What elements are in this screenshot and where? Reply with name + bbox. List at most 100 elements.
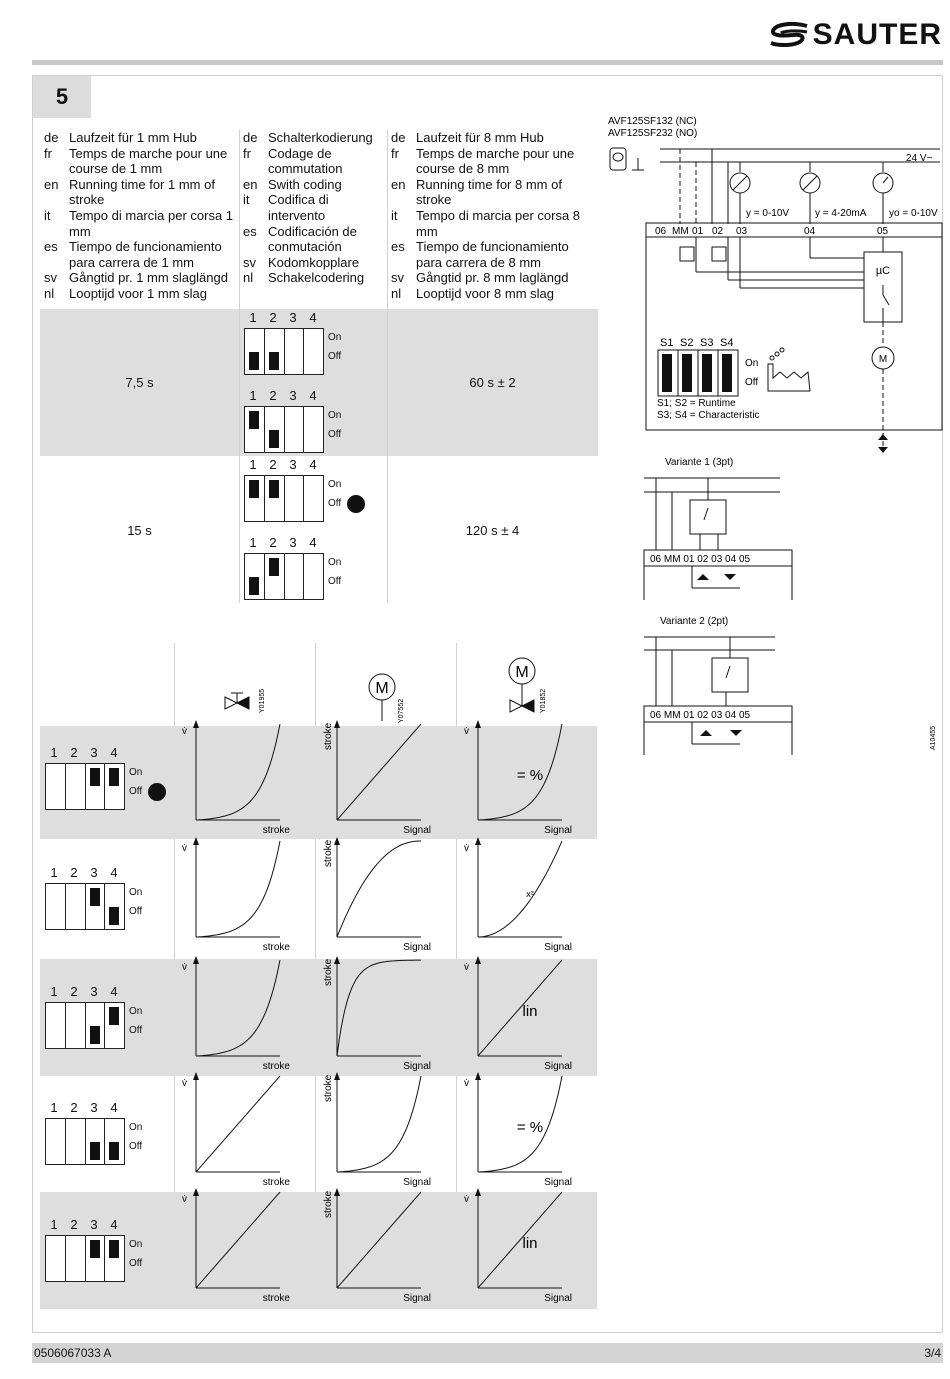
axis-x-label: stroke — [263, 1061, 291, 1072]
top-rule — [32, 60, 943, 65]
dip-slot — [245, 554, 265, 599]
axis-v-label: v̇ — [182, 1194, 187, 1205]
dip-on-label: On — [129, 767, 143, 778]
char-row-band-5 — [40, 1192, 597, 1309]
dip-slot — [46, 764, 66, 809]
lang-code: nl — [44, 285, 55, 301]
col-divider — [387, 130, 388, 603]
dip-number: 3 — [90, 984, 98, 999]
dip-knob — [249, 411, 259, 429]
dip-box — [45, 883, 125, 930]
terminal-05: 05 — [877, 226, 889, 237]
axis-stroke-label: stroke — [323, 839, 334, 867]
dip-number: 1 — [249, 535, 257, 550]
lang-code: it — [44, 207, 51, 223]
factory-icon — [767, 347, 811, 392]
lang-text: Temps de marche pour une course de 8 mm — [416, 145, 575, 177]
dip-off-label: Off — [328, 429, 342, 440]
dip-number: 2 — [70, 745, 78, 760]
dip-on-label: On — [328, 557, 342, 568]
variant-2-label: Variante 2 (2pt) — [660, 616, 728, 627]
dip-number: 4 — [110, 865, 118, 880]
dip-box — [244, 328, 324, 375]
dip-knob — [89, 1142, 100, 1160]
brand-name: SAUTER — [812, 18, 942, 51]
dip-number: 1 — [50, 984, 58, 999]
dip-slot — [46, 884, 66, 929]
terminal-03: 03 — [736, 226, 748, 237]
dip-slot — [265, 554, 285, 599]
valve-code-2: Y01852 — [540, 689, 547, 713]
dip-slot — [46, 1119, 66, 1164]
dip-slot — [86, 1236, 106, 1281]
dip-knob — [249, 577, 259, 595]
dip-knob — [89, 768, 100, 786]
lang-code: sv — [243, 254, 256, 270]
dip-slot — [285, 554, 305, 599]
dip-number: 2 — [269, 388, 277, 403]
lang-code: nl — [243, 270, 254, 286]
dip-number: 4 — [309, 457, 317, 472]
terminal-02: 02 — [712, 226, 724, 237]
curve-line — [336, 1075, 422, 1173]
dip-slot — [245, 476, 265, 521]
lang-code: en — [243, 176, 258, 192]
dip-off-label: Off — [129, 906, 143, 917]
dip-knob — [89, 1240, 100, 1258]
supply-label: 24 V~ — [906, 153, 933, 164]
dip-number: 4 — [309, 310, 317, 325]
curve-annotation: lin — [522, 1003, 537, 1020]
dip-number: 3 — [90, 745, 98, 760]
axis-stroke-label: stroke — [323, 722, 334, 750]
dip-slot — [66, 1003, 86, 1048]
curve-line — [195, 1075, 281, 1173]
dip-on-label: On — [328, 332, 342, 343]
lang-text: Running time for 8 mm of stroke — [416, 176, 562, 208]
dip-knob — [268, 480, 279, 498]
dip-number: 1 — [249, 457, 257, 472]
dip-slot — [86, 764, 106, 809]
dip-on-label: On — [328, 410, 342, 421]
lang-text: Laufzeit für 8 mm Hub — [416, 130, 544, 145]
dip-number: 3 — [90, 865, 98, 880]
axis-v-label: v̇ — [464, 1194, 469, 1205]
dip-number: 1 — [50, 1217, 58, 1232]
dip-box — [45, 1002, 125, 1049]
lang-text: Looptijd voor 1 mm slag — [69, 285, 208, 301]
dip-number: 2 — [70, 1217, 78, 1232]
lang-code: it — [243, 192, 250, 208]
lang-text: Schalterkodierung — [268, 130, 373, 145]
curve-line — [195, 959, 281, 1057]
curve-line — [195, 723, 281, 821]
dip-slot — [105, 1119, 124, 1164]
dip-number: 2 — [269, 535, 277, 550]
curve-line — [477, 840, 563, 938]
dip-slot — [265, 407, 285, 452]
terminal-04: 04 — [804, 226, 816, 237]
variant-2-terminals — [643, 705, 793, 723]
signal-source-2-icon — [799, 162, 821, 224]
axis-x-label: stroke — [263, 1293, 291, 1304]
dip-slot — [86, 1119, 106, 1164]
dip-number: 2 — [269, 310, 277, 325]
curve-annotation: = % — [517, 767, 543, 784]
dip-knob — [268, 430, 279, 448]
doc-number: 0506067033 A — [34, 1346, 112, 1360]
dip-slot — [285, 407, 305, 452]
lang-code: sv — [44, 270, 57, 286]
